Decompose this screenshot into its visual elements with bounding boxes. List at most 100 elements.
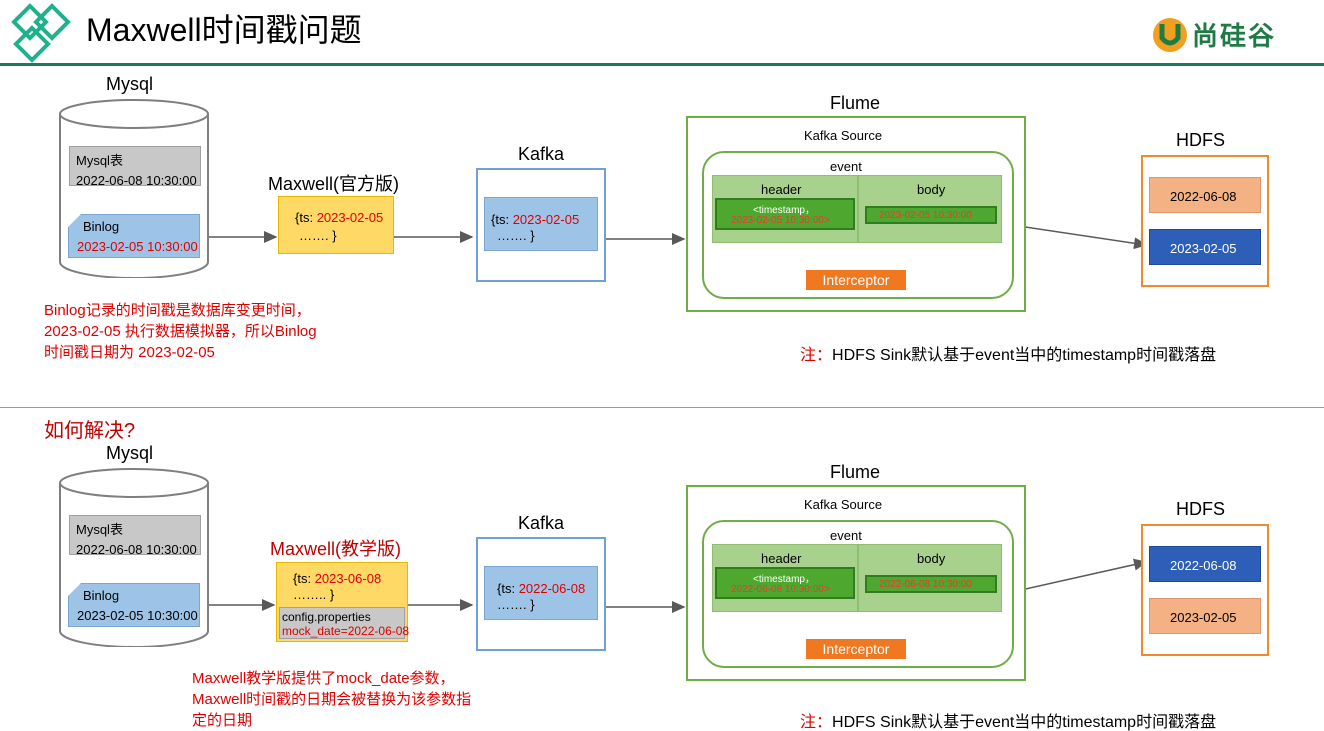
binlog-time: 2023-02-05 10:30:00 (77, 239, 198, 254)
mysql-table-label: Mysql表 (76, 153, 123, 168)
kafka-ts-value-2: 2022-06-08 (518, 581, 586, 596)
hdfs-partition-2-b-label: 2023-02-05 (1170, 610, 1237, 625)
top-note-line2: 2023-02-05 执行数据模拟器，所以Binlog (44, 323, 317, 340)
hdfs-partition-1-b-label: 2022-06-08 (1170, 558, 1237, 573)
header-value-box-2: <timestamp， 2022-06-08 10:30:00> (715, 567, 855, 599)
mysql-table-time-2: 2022-06-08 10:30:00 (76, 542, 197, 557)
mysql-table-time: 2022-06-08 10:30:00 (76, 173, 197, 188)
header-value-line2-2: 2022-06-08 10:30:00> (731, 584, 830, 595)
hdfs-label-2: HDFS (1176, 499, 1225, 519)
config-mock-date: mock_date=2022-06-08 (282, 624, 410, 638)
kafka-dots: ……. } (497, 228, 535, 243)
binlog-time-2: 2023-02-05 10:30:00 (77, 608, 198, 623)
binlog-box-2: Binlog 2023-02-05 10:30:00 (68, 583, 200, 627)
solution-question: 如何解决? (44, 420, 136, 442)
top-note-line3: 时间戳日期为 2023-02-05 (44, 344, 215, 361)
interceptor-box-2: Interceptor (806, 639, 906, 659)
top-sink-note-text: HDFS Sink默认基于event当中的timestamp时间戳落盘 (832, 347, 1217, 364)
top-explanation-note: Binlog记录的时间戳是数据库变更时间， 2023-02-05 执行数据模拟器… (44, 300, 317, 363)
kafka-ts-line: {ts: 2023-02-05 (491, 212, 579, 227)
bottom-note-line3: 定的日期 (192, 712, 253, 729)
top-sink-note-prefix: 注： (800, 347, 833, 364)
top-note-line1: Binlog记录的时间戳是数据库变更时间， (44, 302, 311, 319)
bottom-sink-note: 注：HDFS Sink默认基于event当中的timestamp时间戳落盘 (800, 708, 1216, 731)
flume-frame-2: Kafka Source event header <timestamp， 20… (686, 485, 1026, 681)
mysql-table-box: Mysql表 2022-06-08 10:30:00 (69, 146, 201, 188)
body-value-box: 2023-02-05 10:30:00 (865, 206, 997, 224)
flume-frame: Kafka Source event header <timestamp， 20… (686, 116, 1026, 312)
brand-logo-icon (1153, 18, 1187, 52)
kafka-message-box: {ts: 2023-02-05 ……. } (484, 197, 598, 251)
kafka-frame-2: {ts: 2022-06-08 ……. } (476, 537, 606, 651)
body-col-label: body (917, 182, 946, 197)
kafka-dots-2: ……. } (497, 597, 535, 612)
event-body-cell-2: body 2022-06-08 10:30:00 (858, 544, 1002, 612)
event-label-2: event (830, 528, 862, 543)
hdfs-partition-1-label: 2022-06-08 (1170, 189, 1237, 204)
maxwell-ts-value-2: 2023-06-08 (314, 571, 382, 586)
mysql-label: Mysql (106, 74, 154, 94)
body-value-2: 2022-06-08 10:30:00 (879, 579, 972, 590)
header-value-line1: <timestamp， (753, 205, 815, 216)
bottom-explanation-note: Maxwell教学版提供了mock_date参数， Maxwell时间戳的日期会… (192, 668, 471, 731)
kafka-source-label-2: Kafka Source (804, 497, 883, 512)
kafka-label: Kafka (518, 144, 565, 164)
kafka-ts-value: 2023-02-05 (512, 212, 580, 227)
maxwell-official-label: Maxwell(官方版) (268, 174, 400, 194)
flume-label: Flume (830, 93, 881, 113)
hdfs-partition-2-b: 2023-02-05 (1149, 598, 1261, 634)
kafka-frame: {ts: 2023-02-05 ……. } (476, 168, 606, 282)
header-rule (0, 63, 1324, 66)
kafka-message-box-2: {ts: 2022-06-08 ……. } (484, 566, 598, 620)
folded-corner-icon (68, 214, 81, 227)
hdfs-partition-2-label: 2023-02-05 (1170, 241, 1237, 256)
maxwell-dots-2: …….. } (293, 587, 335, 602)
body-value-box-2: 2022-06-08 10:30:00 (865, 575, 997, 593)
hdfs-partition-1: 2022-06-08 (1149, 177, 1261, 213)
config-properties-label: config.properties (282, 610, 371, 624)
maxwell-ts-prefix: {ts: (295, 210, 317, 225)
folded-corner-icon-2 (68, 583, 81, 596)
mysql-table-box-2: Mysql表 2022-06-08 10:30:00 (69, 515, 201, 557)
mysql-table-label-2: Mysql表 (76, 522, 123, 537)
kafka-ts-line-2: {ts: 2022-06-08 (497, 581, 585, 596)
hdfs-label: HDFS (1176, 130, 1225, 150)
maxwell-ts-line-2: {ts: 2023-06-08 (293, 571, 381, 586)
header-col-label-2: header (761, 551, 802, 566)
config-properties-box: config.properties mock_date=2022-06-08 (279, 607, 409, 639)
kafka-ts-prefix-2: {ts: (497, 581, 519, 596)
maxwell-ts-line: {ts: 2023-02-05 (295, 210, 383, 225)
event-header-cell: header <timestamp， 2023-02-05 10:30:00> (712, 175, 858, 243)
kafka-source-label: Kafka Source (804, 128, 883, 143)
maxwell-ts-value: 2023-02-05 (316, 210, 384, 225)
mysql-label-2: Mysql (106, 443, 154, 463)
header-col-label: header (761, 182, 802, 197)
header-value-line1-2: <timestamp， (753, 574, 815, 585)
maxwell-dots: ……. } (299, 228, 337, 243)
header-value-box: <timestamp， 2023-02-05 10:30:00> (715, 198, 855, 230)
brand-name: 尚硅谷 (1192, 21, 1277, 51)
interceptor-box: Interceptor (806, 270, 906, 290)
binlog-box: Binlog 2023-02-05 10:30:00 (68, 214, 200, 258)
top-sink-note: 注：HDFS Sink默认基于event当中的timestamp时间戳落盘 (800, 341, 1216, 365)
event-label: event (830, 159, 862, 174)
diamond-logo-icon (11, 3, 71, 63)
header-value-line2: 2023-02-05 10:30:00> (731, 215, 830, 226)
hdfs-partition-1-b: 2022-06-08 (1149, 546, 1261, 582)
bottom-sink-note-prefix: 注： (800, 714, 833, 731)
hdfs-partition-2: 2023-02-05 (1149, 229, 1261, 265)
kafka-label-2: Kafka (518, 513, 565, 533)
flume-label-2: Flume (830, 462, 881, 482)
body-col-label-2: body (917, 551, 946, 566)
bottom-note-line2: Maxwell时间戳的日期会被替换为该参数指 (192, 691, 472, 708)
maxwell-teaching-label: Maxwell(教学版) (270, 539, 402, 559)
hdfs-frame-2: 2022-06-08 2023-02-05 (1141, 524, 1269, 656)
maxwell-teaching-box: {ts: 2023-06-08 …….. } config.properties… (276, 562, 409, 642)
maxwell-official-box: {ts: 2023-02-05 ……. } (278, 196, 394, 254)
event-body-cell: body 2023-02-05 10:30:00 (858, 175, 1002, 243)
bottom-sink-note-text: HDFS Sink默认基于event当中的timestamp时间戳落盘 (832, 714, 1217, 731)
binlog-label: Binlog (83, 219, 120, 234)
event-frame: event header <timestamp， 2023-02-05 10:3… (702, 151, 1014, 299)
bottom-note-line1: Maxwell教学版提供了mock_date参数， (192, 670, 455, 687)
event-header-cell-2: header <timestamp， 2022-06-08 10:30:00> (712, 544, 858, 612)
